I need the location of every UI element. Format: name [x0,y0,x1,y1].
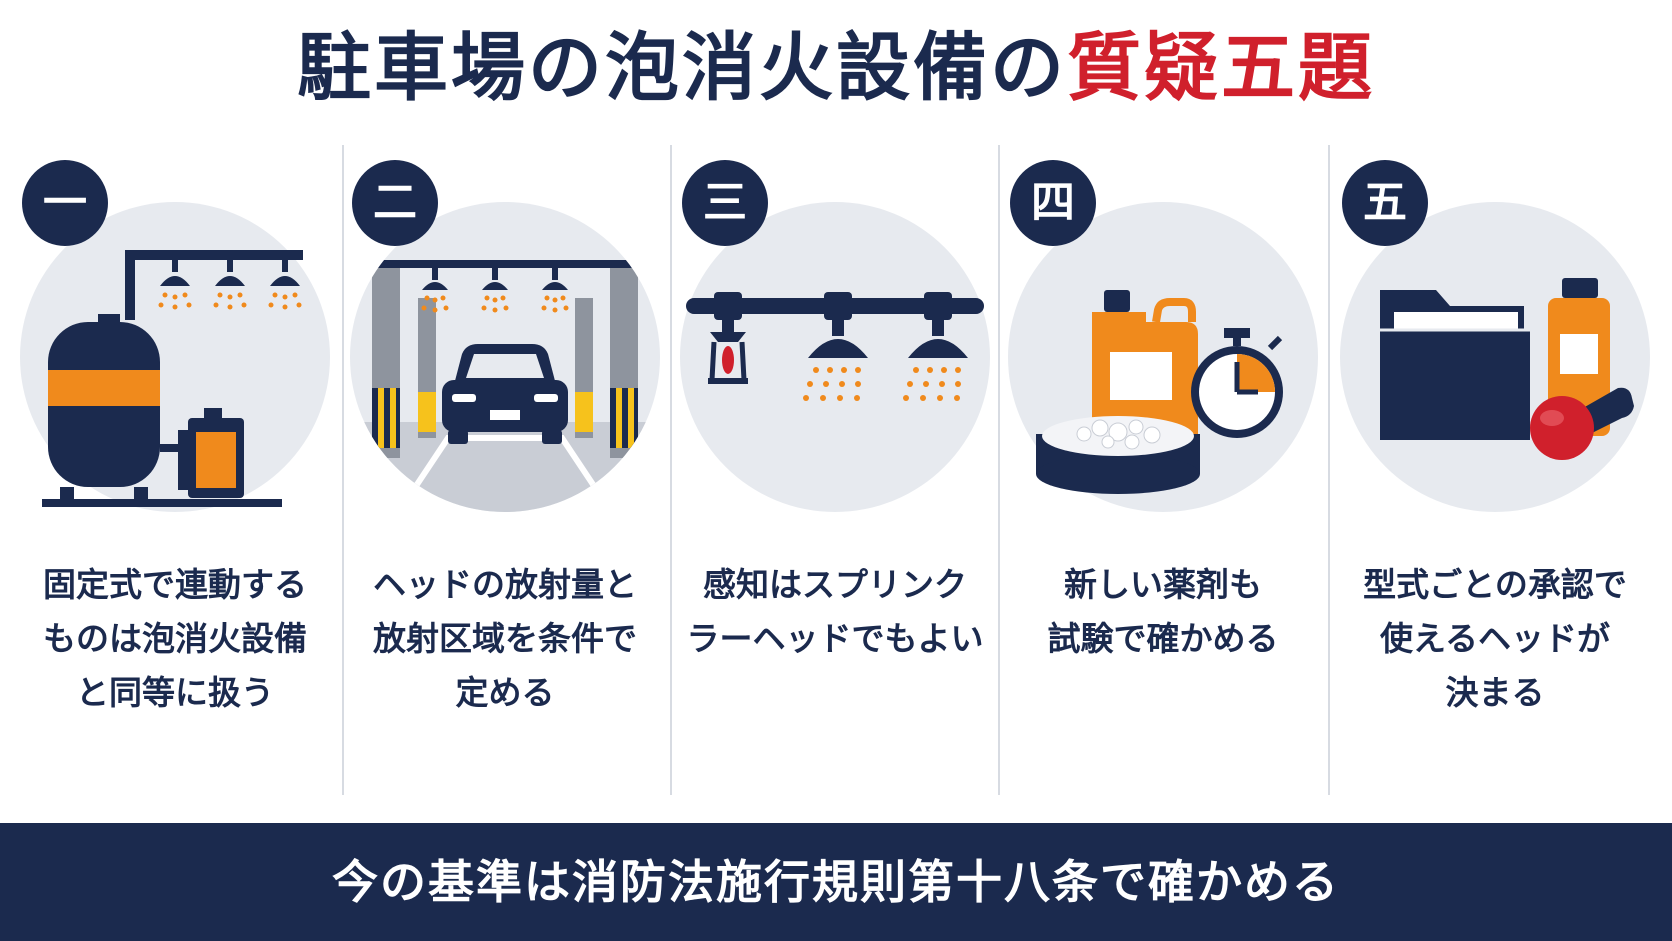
caption-line: 感知はスプリンク [703,565,967,604]
caption-line: 放射区域を条件で [373,619,637,658]
caption-line: 使えるヘッドが [1379,619,1610,658]
foam-tank-pump-icon [20,202,330,512]
divider [670,145,672,795]
divider [998,145,1000,795]
caption-line: 型式ごとの承認で [1363,565,1627,604]
chemical-test-timer-icon [1008,202,1318,512]
page-title: 駐車場の泡消火設備の質疑五題 [0,18,1672,118]
caption-5: 型式ごとの承認で 使えるヘッドが 決まる [1330,558,1660,720]
panel-4: 四 [998,150,1328,790]
caption-3: 感知はスプリンク ラーヘッドでもよい [670,558,1000,666]
caption-line: 固定式で連動する [43,565,307,604]
panel-3: 三 [670,150,1000,790]
badge-5: 五 [1342,160,1428,246]
title-main: 駐車場の泡消火設備の [297,25,1067,111]
caption-line: ヘッドの放射量と [373,565,637,604]
badge-2: 二 [352,160,438,246]
badge-4: 四 [1010,160,1096,246]
folder-approval-stamp-icon [1340,202,1650,512]
caption-line: と同等に扱う [76,673,274,712]
caption-line: 新しい薬剤も [1064,565,1262,604]
caption-line: 定める [455,673,555,712]
badge-1: 一 [22,160,108,246]
panel-2: 二 [340,150,670,790]
panel-1: 一 [10,150,340,790]
caption-line: ラーヘッドでもよい [686,619,984,658]
parking-garage-car-icon [350,202,660,512]
footer-text: 今の基準は消防法施行規則第十八条で確かめる [332,855,1340,909]
caption-2: ヘッドの放射量と 放射区域を条件で 定める [340,558,670,720]
divider [342,145,344,795]
caption-1: 固定式で連動する ものは泡消火設備 と同等に扱う [10,558,340,720]
caption-line: 決まる [1445,673,1545,712]
sprinkler-heads-icon [680,202,990,512]
footer-bar: 今の基準は消防法施行規則第十八条で確かめる [0,823,1672,941]
caption-4: 新しい薬剤も 試験で確かめる [998,558,1328,666]
title-accent: 質疑五題 [1067,25,1375,111]
badge-3: 三 [682,160,768,246]
caption-line: 試験で確かめる [1047,619,1279,658]
panel-5: 五 型式ごとの承認で 使えるヘッドが 決まる [1330,150,1660,790]
divider [1328,145,1330,795]
caption-line: ものは泡消火設備 [43,619,307,658]
